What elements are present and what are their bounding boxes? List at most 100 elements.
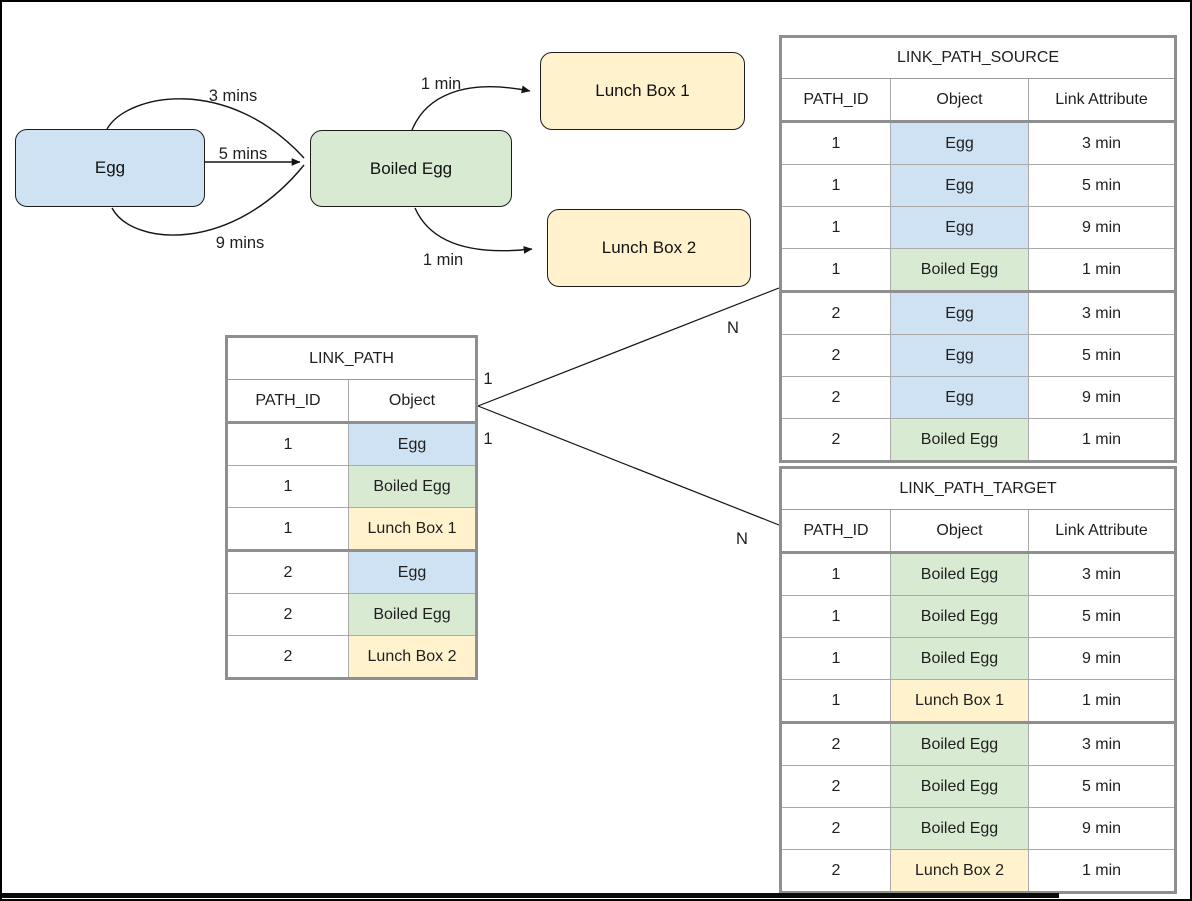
cardinality-one-target: 1 (483, 430, 492, 448)
cardinality-n-source: N (727, 319, 739, 337)
flow-node-egg: Egg (15, 129, 205, 207)
table-cell: 3 min (1027, 121, 1177, 165)
object-cell: Lunch Box 2 (347, 635, 478, 679)
table-cell: 2 (226, 593, 349, 636)
table-cell: 2 (226, 635, 349, 679)
table-cell: 1 min (1027, 679, 1177, 724)
edge-boiled-to-lunchbox1 (411, 85, 531, 131)
table-cell: 1 (780, 595, 891, 638)
column-header: Object (347, 379, 478, 424)
table-cell: 1 (780, 164, 891, 207)
object-cell: Egg (890, 121, 1029, 165)
table-cell: 5 min (1027, 334, 1177, 377)
table-cell: 2 (780, 849, 891, 893)
table-title: LINK_PATH (225, 336, 478, 380)
object-cell: Egg (347, 550, 478, 594)
table-cell: 3 min (1027, 552, 1177, 596)
object-cell: Boiled Egg (890, 552, 1029, 596)
flow-node-lunch-box-2-label: Lunch Box 2 (601, 238, 697, 257)
table-cell: 9 min (1027, 807, 1177, 850)
object-cell: Egg (890, 291, 1029, 335)
column-header: PATH_ID (226, 379, 349, 424)
column-header: Object (890, 78, 1029, 123)
object-cell: Lunch Box 2 (890, 849, 1029, 893)
object-cell: Boiled Egg (890, 765, 1029, 808)
table-cell: 5 min (1027, 765, 1177, 808)
table-cell: 2 (780, 765, 891, 808)
edge-label-9mins: 9 mins (216, 234, 265, 252)
table-cell: 1 (780, 679, 891, 724)
table-cell: 9 min (1027, 206, 1177, 249)
table-cell: 1 (780, 206, 891, 249)
object-cell: Boiled Egg (890, 807, 1029, 850)
object-cell: Egg (890, 164, 1029, 207)
edge-label-5mins: 5 mins (219, 145, 268, 163)
object-cell: Egg (890, 376, 1029, 419)
flow-node-lunch-box-2: Lunch Box 2 (547, 209, 751, 287)
edge-label-1min-bottom: 1 min (423, 251, 463, 269)
column-header: Object (890, 509, 1029, 554)
flow-node-boiled-egg-label: Boiled Egg (369, 158, 453, 178)
bottom-rule (2, 893, 1059, 898)
cardinality-one-source: 1 (483, 370, 492, 388)
object-cell: Egg (890, 334, 1029, 377)
table-cell: 1 min (1027, 849, 1177, 893)
table-cell: 5 min (1027, 595, 1177, 638)
edge-egg-to-boiled-3mins (106, 98, 305, 159)
object-cell: Boiled Egg (890, 248, 1029, 293)
table-cell: 1 min (1027, 248, 1177, 293)
object-cell: Boiled Egg (347, 465, 478, 508)
edge-label-3mins: 3 mins (209, 87, 258, 105)
table-cell: 1 min (1027, 418, 1177, 462)
flow-node-lunch-box-1: Lunch Box 1 (540, 52, 745, 130)
table-cell: 5 min (1027, 164, 1177, 207)
relationship-line-link-path-target (477, 405, 780, 526)
table-cell: 1 (780, 552, 891, 596)
object-cell: Boiled Egg (347, 593, 478, 636)
table-cell: 2 (780, 418, 891, 462)
object-cell: Lunch Box 1 (890, 679, 1029, 724)
flow-node-egg-label: Egg (94, 158, 126, 177)
column-header: PATH_ID (780, 509, 891, 554)
table-cell: 2 (780, 807, 891, 850)
table-cell: 3 min (1027, 291, 1177, 335)
object-cell: Egg (890, 206, 1029, 249)
table-cell: 9 min (1027, 376, 1177, 419)
object-cell: Boiled Egg (890, 418, 1029, 462)
table-cell: 2 (226, 550, 349, 594)
object-cell: Lunch Box 1 (347, 507, 478, 552)
column-header: Link Attribute (1027, 509, 1177, 554)
edge-label-1min-top: 1 min (421, 75, 461, 93)
table-cell: 2 (780, 722, 891, 766)
flow-node-boiled-egg: Boiled Egg (310, 130, 512, 207)
edge-egg-to-boiled-9mins (111, 164, 305, 236)
column-header: Link Attribute (1027, 78, 1177, 123)
flow-node-lunch-box-1-label: Lunch Box 1 (595, 81, 690, 100)
